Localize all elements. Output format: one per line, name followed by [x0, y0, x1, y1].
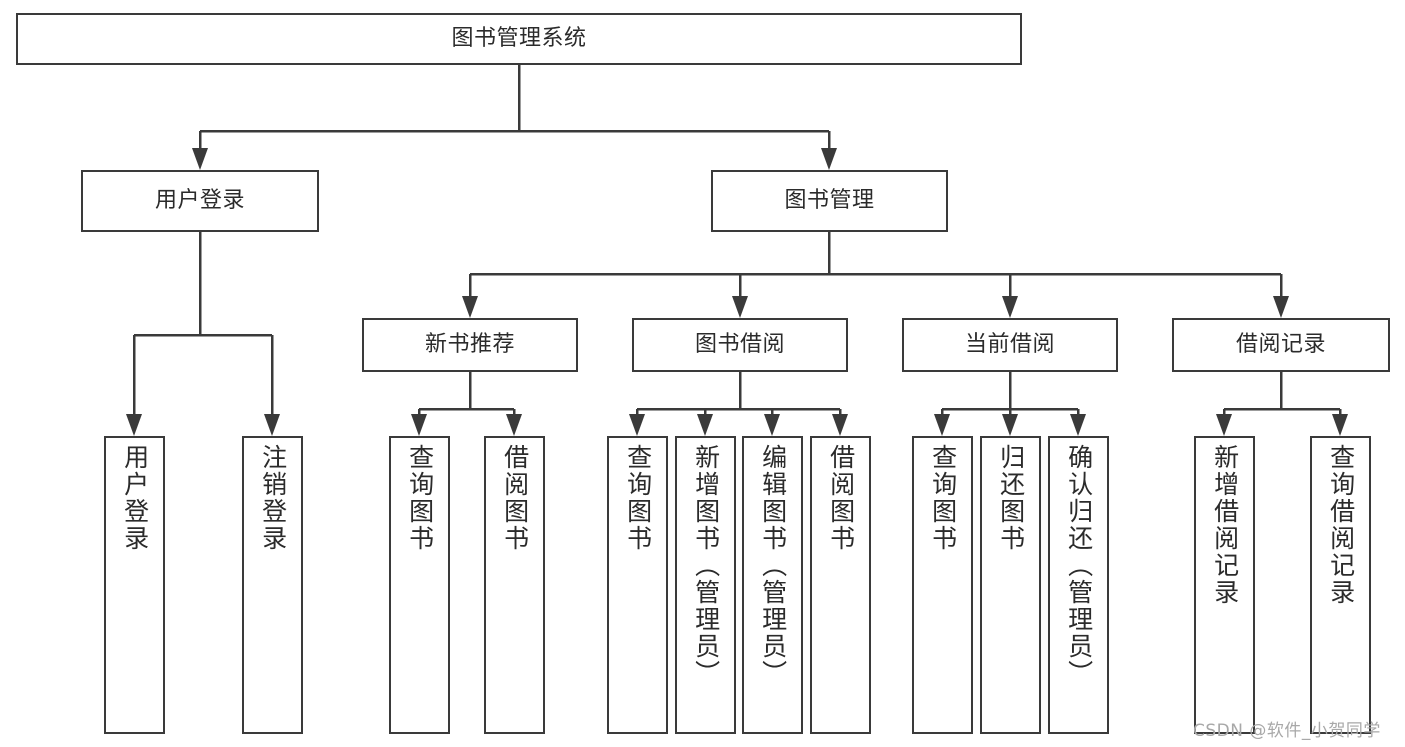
node-leaf-query-record[interactable]: 查询借阅记录 [1310, 436, 1371, 734]
node-current-borrow[interactable]: 当前借阅 [902, 318, 1118, 372]
node-root[interactable]: 图书管理系统 [16, 13, 1022, 65]
node-leaf-user-logout[interactable]: 注销登录 [242, 436, 303, 734]
node-leaf-borrow-book-1[interactable]: 借阅图书 [484, 436, 545, 734]
node-label: 借阅记录 [1235, 331, 1326, 357]
node-borrow-record[interactable]: 借阅记录 [1172, 318, 1390, 372]
node-label: 图书管理系统 [451, 25, 587, 51]
node-label: 用户登录 [120, 444, 150, 552]
edge-group-current-borrow-to-leaves [934, 372, 1086, 436]
node-label: 查询图书 [928, 444, 958, 552]
node-leaf-query-book-1[interactable]: 查询图书 [389, 436, 450, 734]
node-new-book-rec[interactable]: 新书推荐 [362, 318, 578, 372]
node-label: 借阅图书 [500, 444, 530, 552]
node-leaf-confirm-return[interactable]: 确认归还（管理员） [1048, 436, 1109, 734]
node-label: 当前借阅 [964, 331, 1055, 357]
edge-group-new-book-rec-to-leaves [411, 372, 522, 436]
node-label: 图书管理 [784, 187, 875, 213]
node-book-manage[interactable]: 图书管理 [711, 170, 948, 232]
node-label: 归还图书 [996, 444, 1026, 552]
node-leaf-edit-book[interactable]: 编辑图书（管理员） [742, 436, 803, 734]
node-leaf-add-record[interactable]: 新增借阅记录 [1194, 436, 1255, 734]
node-label: 图书借阅 [694, 331, 785, 357]
node-leaf-borrow-book-2[interactable]: 借阅图书 [810, 436, 871, 734]
edge-group-book-manage-to-level2 [462, 232, 1289, 318]
node-leaf-return-book[interactable]: 归还图书 [980, 436, 1041, 734]
node-label: 查询图书 [623, 444, 653, 552]
node-book-borrow[interactable]: 图书借阅 [632, 318, 848, 372]
node-leaf-query-book-2[interactable]: 查询图书 [607, 436, 668, 734]
node-user-login[interactable]: 用户登录 [81, 170, 319, 232]
node-label: 注销登录 [258, 444, 288, 552]
edge-group-root-to-level1 [192, 65, 837, 170]
node-label: 确认归还（管理员） [1064, 444, 1094, 687]
node-leaf-user-login[interactable]: 用户登录 [104, 436, 165, 734]
node-label: 编辑图书（管理员） [758, 444, 788, 687]
node-label: 借阅图书 [826, 444, 856, 552]
edge-group-book-borrow-to-leaves [629, 372, 848, 436]
node-label: 用户登录 [154, 187, 245, 213]
node-label: 查询图书 [405, 444, 435, 552]
edge-group-user-login-to-leaves [126, 232, 280, 436]
node-label: 新增借阅记录 [1210, 444, 1240, 606]
node-leaf-add-book[interactable]: 新增图书（管理员） [675, 436, 736, 734]
node-label: 新书推荐 [424, 331, 515, 357]
node-label: 新增图书（管理员） [691, 444, 721, 687]
node-leaf-query-book-3[interactable]: 查询图书 [912, 436, 973, 734]
node-label: 查询借阅记录 [1326, 444, 1356, 606]
edge-group-borrow-record-to-leaves [1216, 372, 1348, 436]
